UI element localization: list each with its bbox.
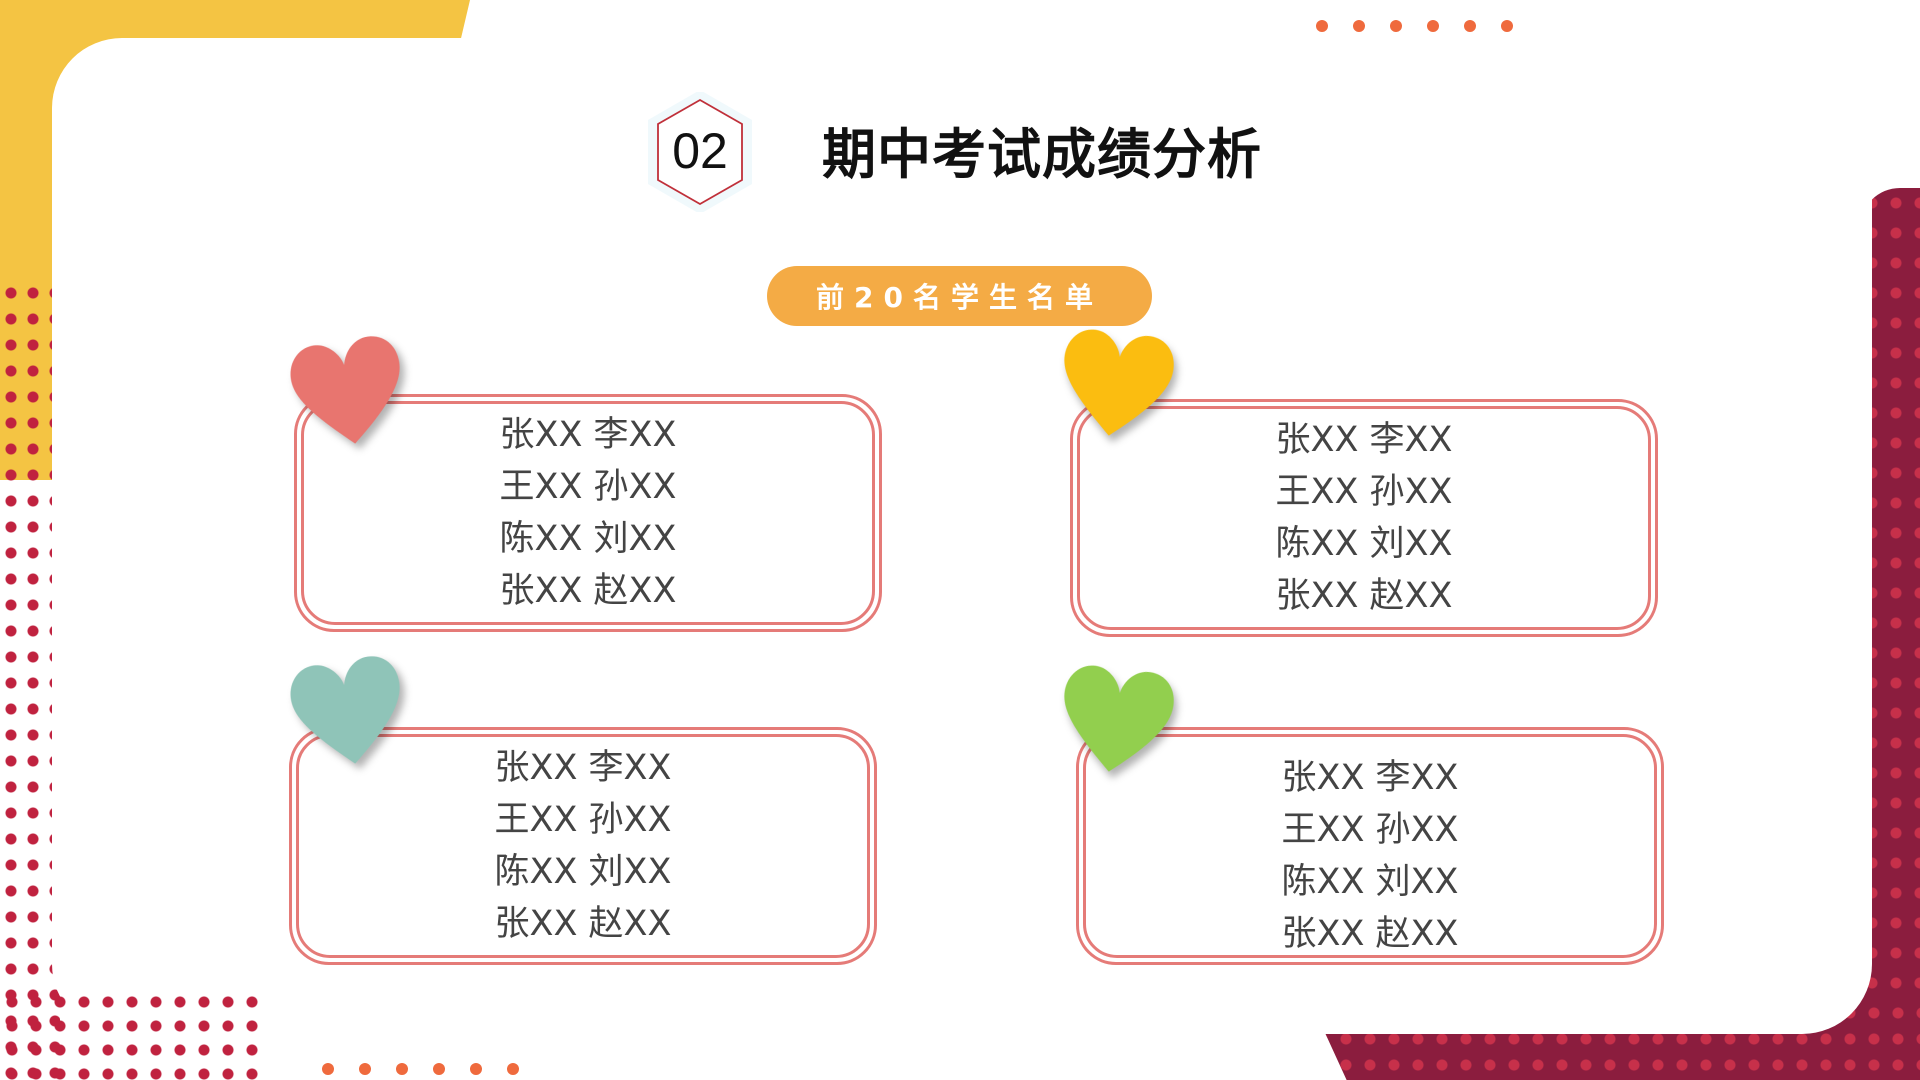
heart-icon xyxy=(1064,329,1174,436)
heart-icon xyxy=(290,656,400,764)
student-names: 张XX 赵XX xyxy=(499,571,677,611)
heart-icon xyxy=(1064,665,1174,772)
subtitle-badge: 前20名学生名单 xyxy=(767,266,1152,326)
name-list: 张XX 李XX 王XX 孙XX 陈XX 刘XX 张XX 赵XX xyxy=(301,401,875,625)
section-number-hexagon: 02 xyxy=(648,92,752,212)
student-names: 陈XX 刘XX xyxy=(1281,862,1459,902)
student-names: 张XX 李XX xyxy=(1275,420,1453,460)
name-list-box: 张XX 李XX 王XX 孙XX 陈XX 刘XX 张XX 赵XX xyxy=(1076,727,1664,965)
page-title: 期中考试成绩分析 xyxy=(822,123,1262,186)
student-names: 王XX 孙XX xyxy=(499,467,677,507)
heart-icon xyxy=(290,336,400,444)
student-names: 王XX 孙XX xyxy=(1281,810,1459,850)
student-names: 陈XX 刘XX xyxy=(499,519,677,559)
name-list: 张XX 李XX 王XX 孙XX 陈XX 刘XX 张XX 赵XX xyxy=(296,734,870,958)
student-names: 张XX 李XX xyxy=(1281,758,1459,798)
decor-dots-bottom xyxy=(322,1063,522,1077)
student-names: 张XX 李XX xyxy=(499,415,677,455)
section-number: 02 xyxy=(672,123,728,179)
decor-dots-bottom-left xyxy=(0,990,260,1080)
content-card xyxy=(52,38,1872,1034)
student-names: 张XX 赵XX xyxy=(494,904,672,944)
student-names: 张XX 赵XX xyxy=(1275,576,1453,616)
student-names: 王XX 孙XX xyxy=(1275,472,1453,512)
decor-dots-top xyxy=(1316,20,1516,34)
name-list: 张XX 李XX 王XX 孙XX 陈XX 刘XX 张XX 赵XX xyxy=(1077,406,1651,630)
student-names: 陈XX 刘XX xyxy=(494,852,672,892)
student-names: 张XX 李XX xyxy=(494,748,672,788)
name-list-box: 张XX 李XX 王XX 孙XX 陈XX 刘XX 张XX 赵XX xyxy=(294,394,882,632)
student-names: 张XX 赵XX xyxy=(1281,914,1459,954)
student-names: 王XX 孙XX xyxy=(494,800,672,840)
decor-dots-left-yellow xyxy=(0,280,60,480)
name-list-box: 张XX 李XX 王XX 孙XX 陈XX 刘XX 张XX 赵XX xyxy=(1070,399,1658,637)
name-list-box: 张XX 李XX 王XX 孙XX 陈XX 刘XX 张XX 赵XX xyxy=(289,727,877,965)
name-list: 张XX 李XX 王XX 孙XX 陈XX 刘XX 张XX 赵XX xyxy=(1083,734,1657,958)
student-names: 陈XX 刘XX xyxy=(1275,524,1453,564)
